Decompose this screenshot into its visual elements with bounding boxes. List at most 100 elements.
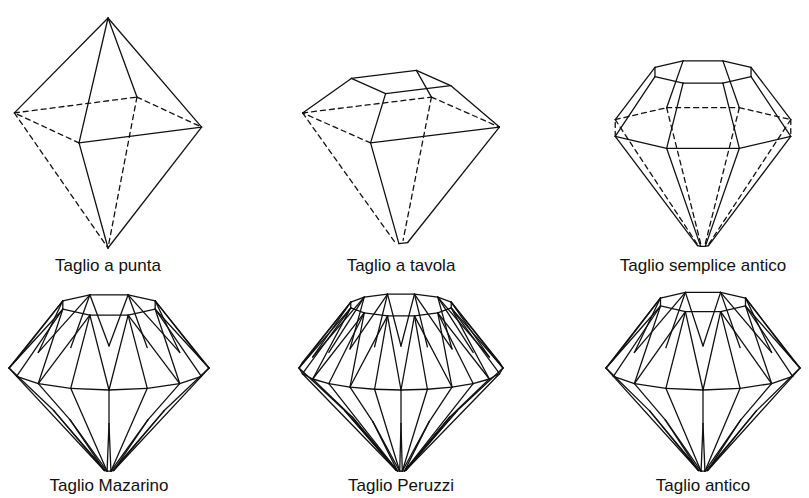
pavilion-edge bbox=[114, 376, 202, 470]
crown-edge bbox=[71, 295, 90, 348]
table-edge bbox=[364, 294, 387, 297]
culet-edge bbox=[399, 243, 408, 244]
star-facet bbox=[401, 294, 414, 346]
star-facet bbox=[155, 301, 209, 368]
crown-edge bbox=[329, 297, 364, 352]
crown-edge bbox=[128, 315, 147, 388]
hidden-edge bbox=[667, 107, 740, 108]
crown-edge bbox=[371, 94, 386, 143]
girdle-edge bbox=[375, 389, 401, 391]
table-edge bbox=[683, 82, 723, 83]
star-facet bbox=[155, 309, 209, 368]
star-facet bbox=[388, 294, 401, 346]
table-edge bbox=[388, 315, 415, 316]
star-facet bbox=[90, 295, 109, 346]
star-facet bbox=[703, 312, 721, 390]
crown-edge bbox=[79, 18, 108, 143]
star-facet bbox=[451, 302, 503, 368]
crown-edge bbox=[14, 18, 108, 113]
cut-caption: Taglio antico bbox=[656, 476, 751, 496]
star-facet bbox=[438, 297, 490, 357]
pavilion-facet bbox=[650, 411, 699, 471]
crown-edge bbox=[17, 309, 63, 376]
crown-edge bbox=[721, 292, 741, 347]
crown-edge bbox=[746, 306, 793, 376]
pavilion-edge bbox=[708, 376, 793, 470]
girdle-edge bbox=[634, 384, 665, 389]
hidden-edge bbox=[667, 108, 701, 244]
star-facet bbox=[313, 297, 365, 357]
pavilion-edge bbox=[108, 127, 202, 248]
pavilion-facet bbox=[9, 368, 54, 411]
star-facet bbox=[38, 309, 63, 383]
culet-edge bbox=[701, 246, 706, 247]
table-edge bbox=[90, 294, 128, 295]
hidden-edge bbox=[137, 97, 202, 127]
crown-edge bbox=[666, 292, 686, 347]
pavilion-edge bbox=[79, 143, 108, 248]
table-edge bbox=[750, 67, 751, 76]
star-facet bbox=[634, 292, 685, 352]
table-edge bbox=[414, 313, 437, 316]
pavilion-facet bbox=[429, 387, 452, 422]
girdle-edge bbox=[401, 389, 427, 391]
table-edge bbox=[90, 315, 128, 316]
hidden-edge bbox=[790, 120, 791, 137]
pavilion-facet bbox=[450, 379, 490, 417]
pavilion-edge bbox=[705, 148, 739, 246]
girdle-edge bbox=[71, 388, 109, 390]
table-edge bbox=[655, 61, 683, 68]
crown-edge bbox=[302, 302, 350, 362]
crown-edge bbox=[438, 297, 473, 352]
pavilion-facet bbox=[756, 368, 800, 411]
star-facet bbox=[38, 295, 90, 353]
pavilion-edge bbox=[71, 388, 107, 471]
star-facet bbox=[746, 306, 801, 368]
pavilion-facet bbox=[108, 390, 109, 424]
pavilion-facet bbox=[345, 411, 396, 470]
pavilion-facet bbox=[54, 411, 104, 471]
pavilion-facet bbox=[400, 424, 401, 472]
pavilion-facet bbox=[164, 368, 209, 411]
pavilion-facet bbox=[665, 420, 701, 471]
pavilion-facet bbox=[702, 390, 703, 424]
star-facet bbox=[128, 295, 180, 353]
girdle-edge bbox=[740, 384, 771, 389]
pavilion-edge bbox=[705, 388, 740, 471]
pavilion-facet bbox=[406, 411, 457, 470]
crown-edge bbox=[723, 61, 739, 108]
girdle-edge bbox=[703, 388, 740, 390]
pavilion-facet bbox=[634, 384, 665, 420]
girdle-edge bbox=[452, 384, 473, 387]
hidden-edge bbox=[615, 120, 616, 137]
girdle-edge bbox=[329, 384, 350, 387]
table-edge bbox=[685, 311, 720, 312]
star-facet bbox=[350, 297, 364, 349]
table-edge bbox=[414, 294, 437, 297]
table-edge bbox=[683, 60, 723, 61]
star-facet bbox=[155, 309, 180, 383]
crown-edge bbox=[303, 78, 352, 112]
pavilion-edge bbox=[615, 136, 697, 245]
pavilion-facet bbox=[350, 387, 373, 422]
crown-edge bbox=[375, 294, 388, 347]
hidden-edge bbox=[14, 97, 137, 113]
star-facet bbox=[388, 316, 401, 390]
star-facet bbox=[38, 315, 90, 383]
girdle-edge bbox=[667, 148, 740, 149]
star-facet bbox=[685, 312, 703, 390]
hidden-edge bbox=[709, 120, 791, 245]
crown-edge bbox=[414, 294, 427, 347]
star-facet bbox=[109, 295, 128, 346]
crown-edge bbox=[666, 312, 686, 389]
cut-caption: Taglio a tavola bbox=[347, 256, 456, 276]
pavilion-facet bbox=[400, 390, 401, 424]
pavilion-edge bbox=[302, 374, 396, 471]
table-edge bbox=[364, 313, 387, 316]
pavilion-edge bbox=[709, 136, 791, 245]
pavilion-facet bbox=[606, 368, 650, 411]
pavilion-facet bbox=[650, 411, 699, 470]
pavilion-edge bbox=[329, 384, 398, 471]
star-facet bbox=[414, 294, 452, 349]
